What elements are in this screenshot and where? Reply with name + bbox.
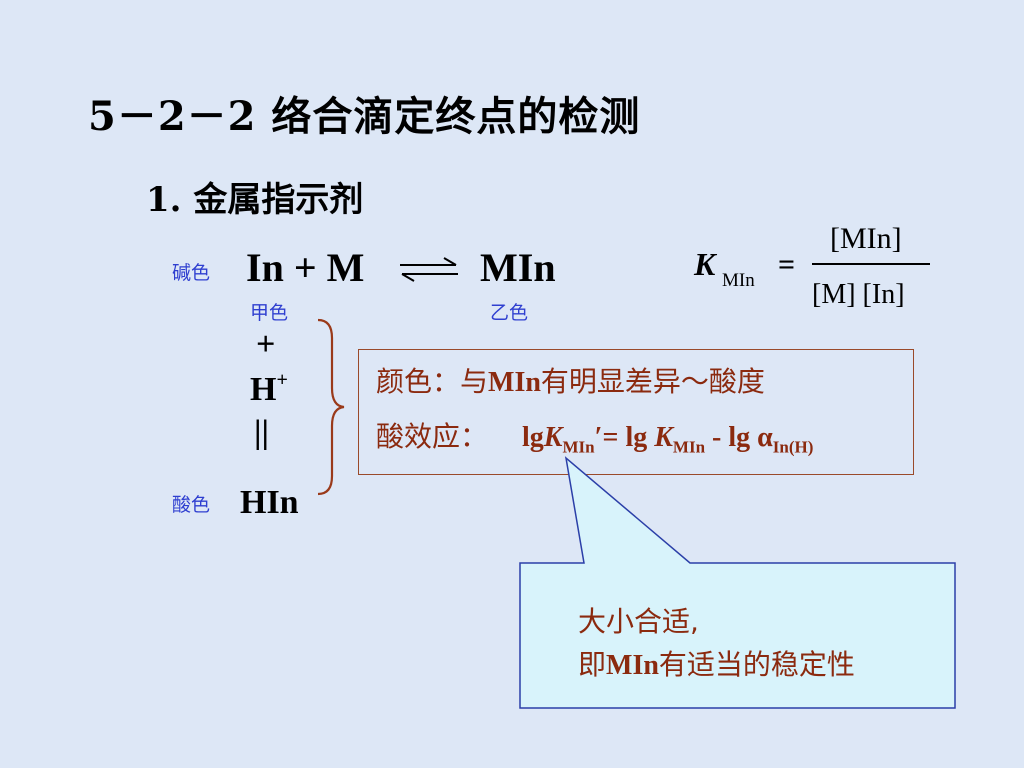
product: MIn (480, 245, 556, 290)
proton-symbol: H (250, 371, 277, 408)
proton-charge: + (276, 369, 288, 391)
callout-line-2: 即MIn有适当的稳定性 (578, 648, 855, 681)
proton: H+ (250, 369, 288, 409)
acid-effect-formula: 酸效应：lgKMIn′= lg KMIn - lg αIn(H) (376, 420, 814, 457)
label-color-b: 乙色 (490, 302, 529, 324)
callout-line-1: 大小合适, (578, 605, 699, 638)
equals-sign: = (778, 248, 796, 281)
slide-title: 5－2－2 络合滴定终点的检测 (88, 93, 641, 140)
label-color-a: 甲色 (250, 302, 289, 324)
k-symbol: K (694, 246, 716, 282)
equilibrium-bars: || (254, 414, 269, 451)
color-condition-text: 颜色：与MIn有明显差异～酸度 (376, 365, 765, 398)
label-base-color: 碱色 (172, 262, 211, 284)
reactants: In + M (246, 245, 365, 290)
label-acid-color: 酸色 (172, 494, 211, 516)
fraction-bar (812, 263, 930, 265)
brace-icon (317, 318, 345, 496)
info-box (358, 349, 914, 475)
numerator: [MIn] (830, 222, 902, 255)
equilibrium-arrows-icon (400, 257, 458, 282)
k-subscript: MIn (722, 270, 755, 291)
denominator: [M] [In] (812, 279, 905, 310)
acid-form: HIn (240, 484, 299, 521)
plus-sign: + (256, 326, 276, 363)
section-heading: 1. 金属指示剂 (146, 180, 364, 220)
